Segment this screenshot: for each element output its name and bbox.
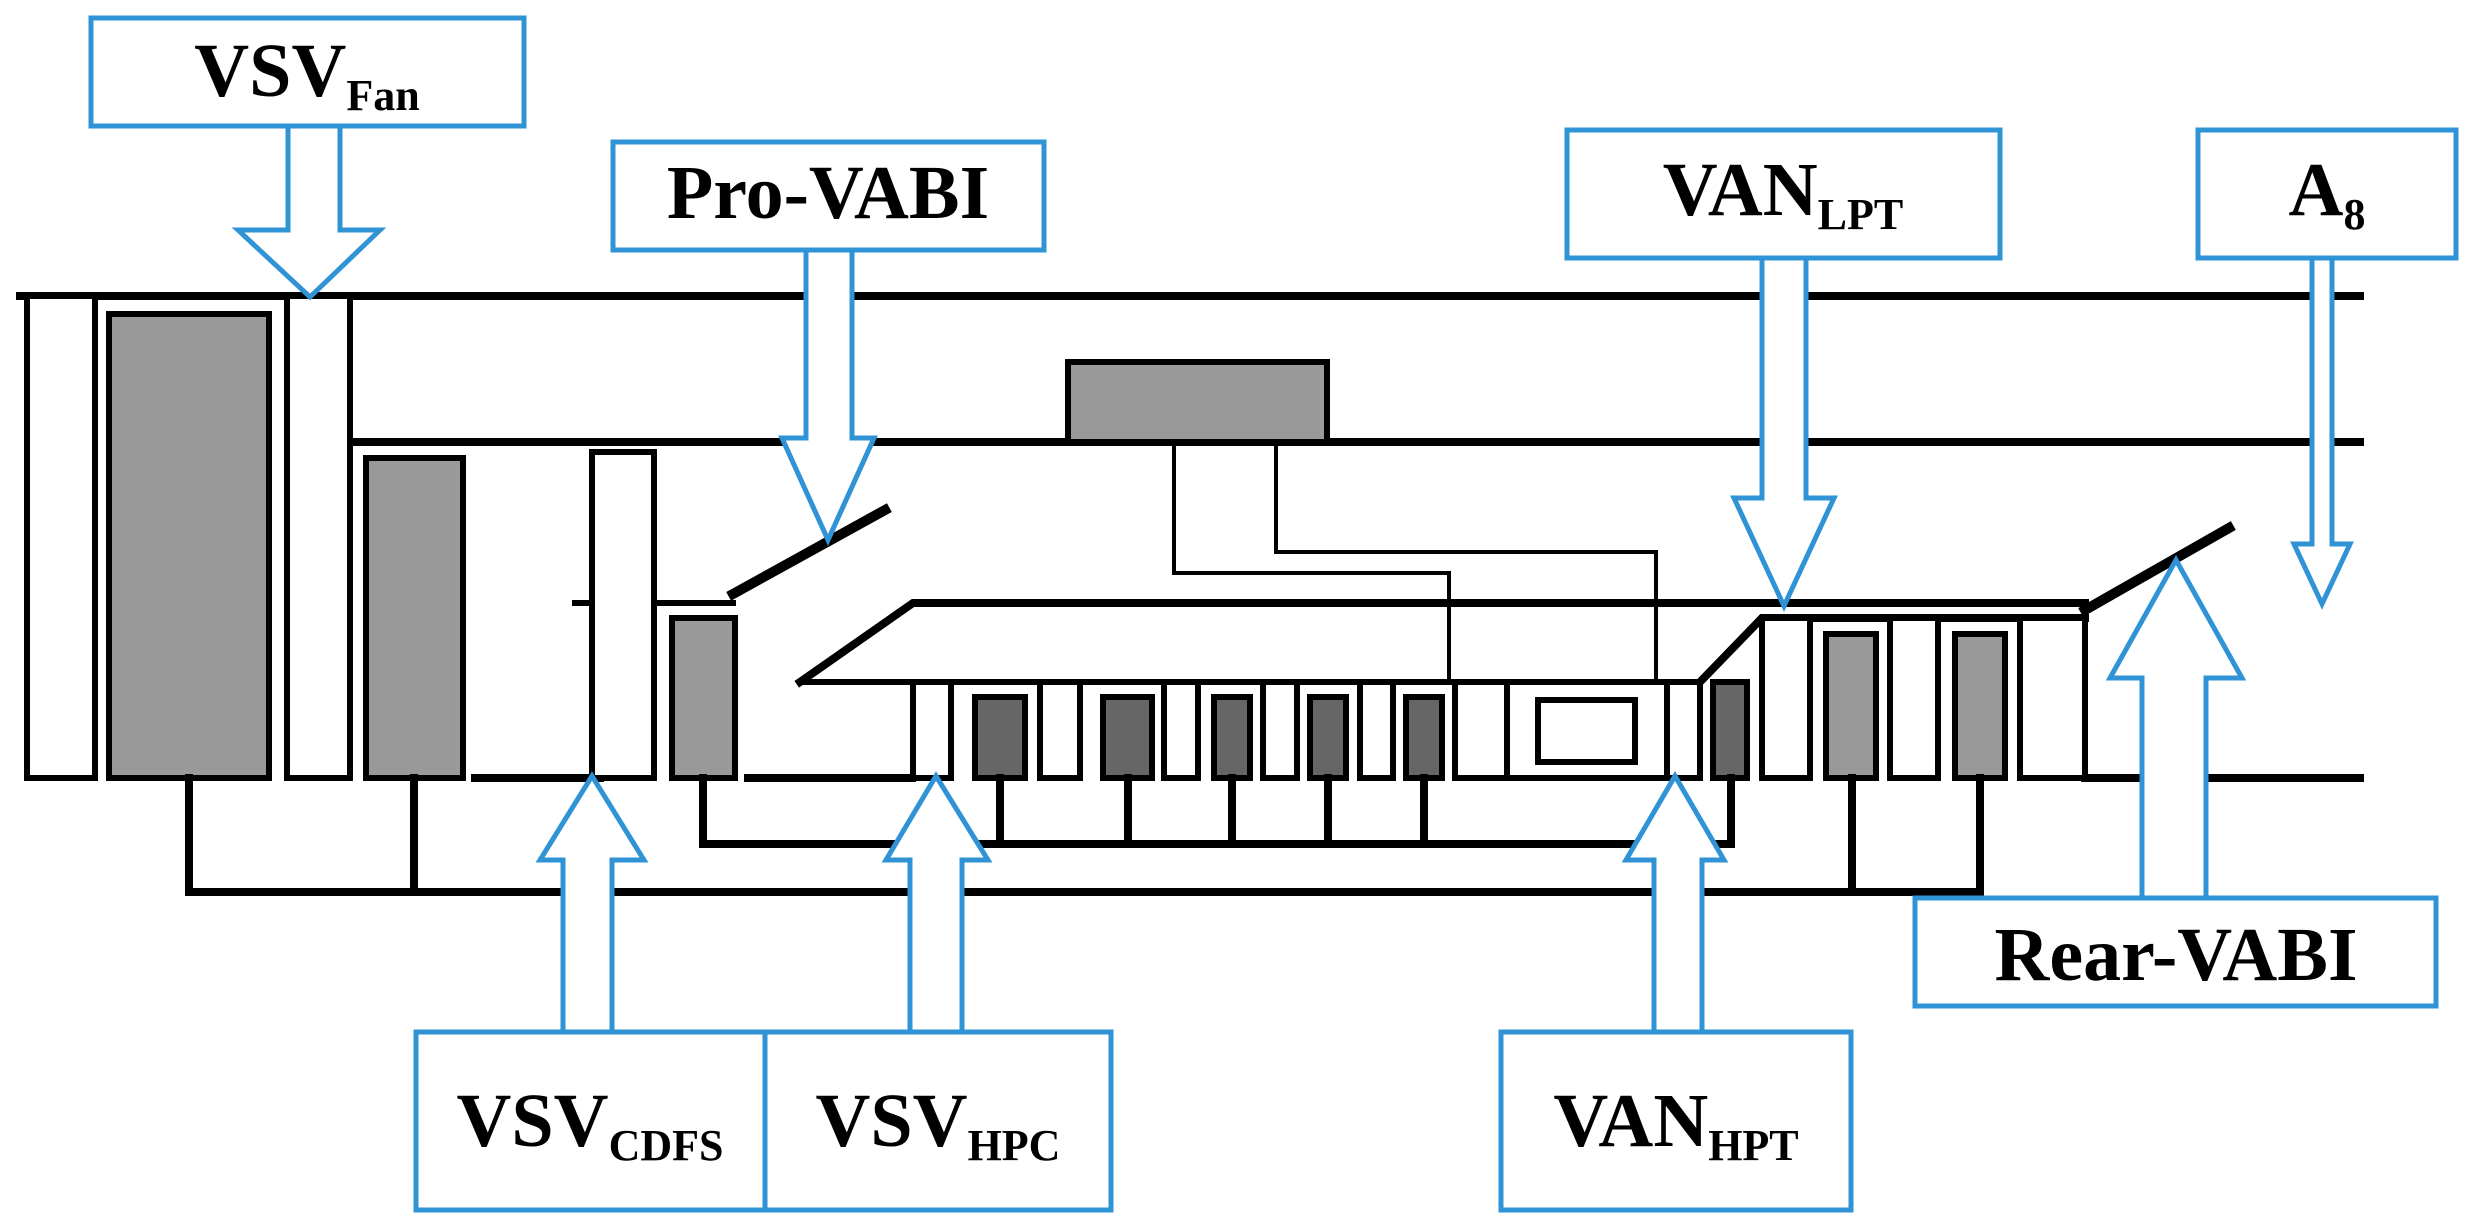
callout-a8: A8 <box>2195 127 2459 610</box>
hpt-nozzle-vane <box>1664 679 1703 781</box>
hpc-stator-vane-5 <box>1357 679 1396 781</box>
pro-vabi-box <box>610 139 1047 253</box>
hpc-stator-vane-2 <box>1037 679 1083 781</box>
a8-box <box>2195 127 2459 261</box>
vsv-hpc-label: VSVHPC <box>816 1079 1061 1170</box>
hpc-stator-vane-6 <box>1452 679 1510 781</box>
callout-vsv-cdfs: VSVCDFS <box>413 771 768 1213</box>
rear-vabi-label: Rear-VABI <box>1994 913 2357 997</box>
van-hpt-box <box>1498 1029 1854 1213</box>
callout-vsv-fan: VSVFan <box>88 15 527 301</box>
callout-pro-vabi: Pro-VABI <box>610 139 1047 547</box>
booster-rotor-blade <box>669 615 738 781</box>
vsv-fan-box <box>88 15 527 129</box>
rear-vabi-flap <box>2078 521 2236 617</box>
fan-rotor-blade <box>106 311 272 781</box>
pro-vabi-label: Pro-VABI <box>667 151 989 235</box>
callout-van-lpt: VANLPT <box>1564 127 2003 612</box>
vsv-cdfs-label: VSVCDFS <box>457 1079 724 1170</box>
lpt-exit-vane <box>2017 615 2088 781</box>
hpc-rotor-blade-4 <box>1307 694 1349 781</box>
fan-inlet-vane <box>24 293 98 781</box>
pro-vabi-arrow <box>778 247 878 547</box>
van-hpt-arrow <box>1621 771 1729 1035</box>
lpt-nozzle-vane-1 <box>1759 615 1813 781</box>
vsv-cdfs-box <box>413 1029 768 1213</box>
rear-vabi-box <box>1912 895 2439 1009</box>
hpc-rotor-blade-2 <box>1100 694 1155 781</box>
van-hpt-label: VANHPT <box>1553 1079 1798 1170</box>
vsv-fan-label: VSVFan <box>194 29 419 120</box>
combustor-liner <box>1535 697 1638 765</box>
vsv-cdfs-arrow <box>535 771 649 1035</box>
hpc-stator-vane-3 <box>1161 679 1201 781</box>
lpt-rotor-blade-2 <box>1952 631 2008 781</box>
pro-vabi-flap <box>726 503 892 601</box>
van-lpt-box <box>1564 127 2003 261</box>
vsv-hpc-box <box>762 1029 1114 1213</box>
rear-vabi-arrow <box>2105 554 2247 901</box>
hpc-rotor-blade-1 <box>972 694 1028 781</box>
engine-structure <box>16 292 2364 896</box>
callout-van-hpt: VANHPT <box>1498 771 1854 1213</box>
hpt-rotor-blade <box>1710 679 1750 781</box>
cdfs-rotor-blade <box>363 455 466 781</box>
high-pressure-shaft <box>699 774 1735 848</box>
a8-label: A8 <box>2289 148 2366 239</box>
callout-vsv-hpc: VSVHPC <box>762 771 1114 1213</box>
bypass-mixer-block <box>1065 359 1330 445</box>
lpt-rotor-blade-1 <box>1823 631 1879 781</box>
van-lpt-label: VANLPT <box>1663 148 1903 239</box>
bleed-duct-2 <box>1274 440 1658 684</box>
hpc-rotor-blade-5 <box>1403 694 1445 781</box>
vsv-fan-arrow <box>231 123 387 301</box>
hpc-stator-vane-1 <box>910 679 954 781</box>
core-casing <box>794 599 2089 688</box>
a8-arrow <box>2290 255 2354 610</box>
lpt-nozzle-vane-2 <box>1887 615 1941 781</box>
cdfs-vane-box <box>589 449 657 781</box>
callout-rear-vabi: Rear-VABI <box>1912 554 2439 1009</box>
vsv-hpc-arrow <box>881 771 993 1035</box>
fan-stator-vane <box>284 293 353 781</box>
bleed-duct-1 <box>1172 440 1451 684</box>
hpc-stator-vane-4 <box>1260 679 1300 781</box>
low-pressure-shaft <box>185 774 1984 896</box>
van-lpt-arrow <box>1730 255 1838 612</box>
hpc-rotor-blade-3 <box>1211 694 1253 781</box>
